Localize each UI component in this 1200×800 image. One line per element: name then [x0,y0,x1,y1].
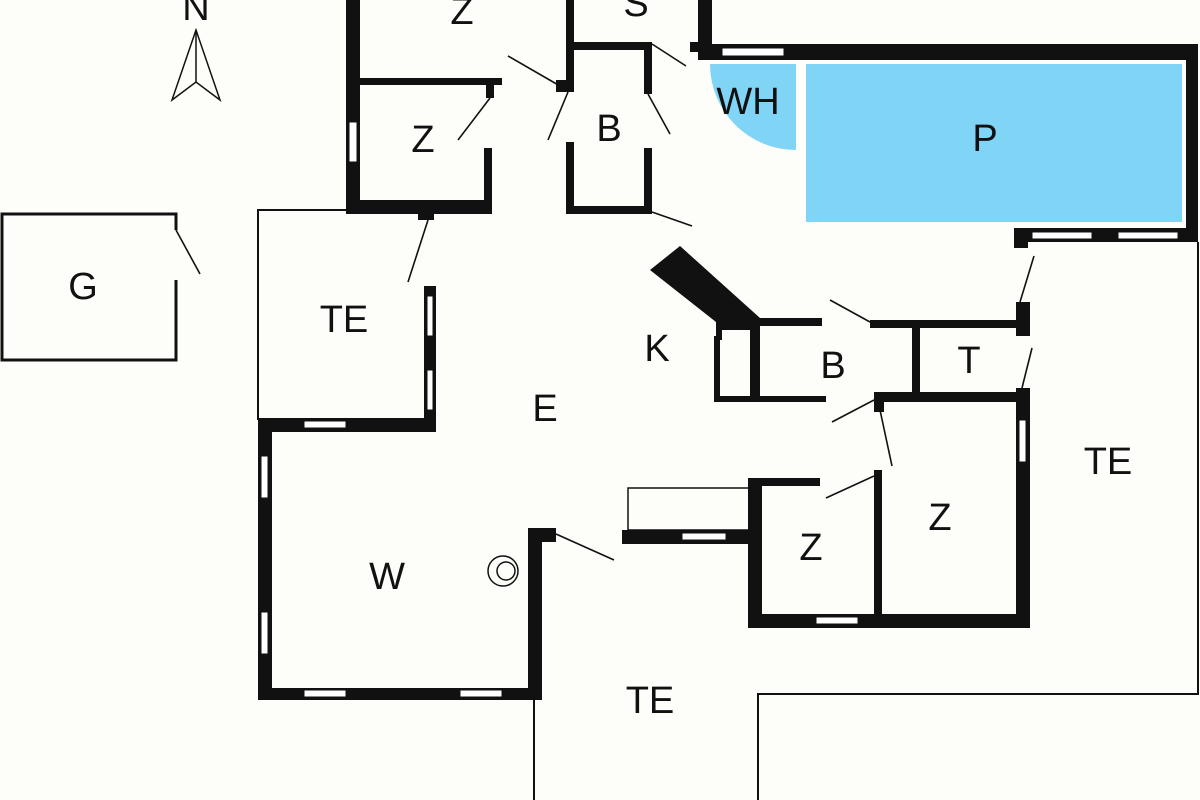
room-label-b-top: B [596,108,621,150]
room-label-p: P [972,118,997,160]
doors [407,43,1035,561]
room-label-z-right-small: Z [799,527,822,569]
room-label-te-bottom: TE [626,680,675,722]
room-label-w: W [369,556,405,598]
room-label-t: T [957,340,980,382]
room-label-te-left: TE [320,299,369,341]
garage [0,212,201,362]
north-arrow-icon [170,27,222,103]
room-label-te-right: TE [1084,441,1133,483]
pool [806,64,1182,222]
room-label-wh: WH [716,81,779,123]
room-label-e: E [532,388,557,430]
room-label-s: S [623,0,648,25]
fireplace-icon [487,555,519,587]
windows [260,47,1179,698]
room-label-b-right: B [820,345,845,387]
room-label-z-right-big: Z [928,497,951,539]
room-label-k: K [644,328,669,370]
whirlpool [710,64,796,150]
room-label-z-left: Z [411,119,434,161]
compass-label: N [182,0,209,29]
room-label-z-top: Z [450,0,473,33]
outlines [257,209,1199,800]
room-label-g: G [68,266,98,308]
